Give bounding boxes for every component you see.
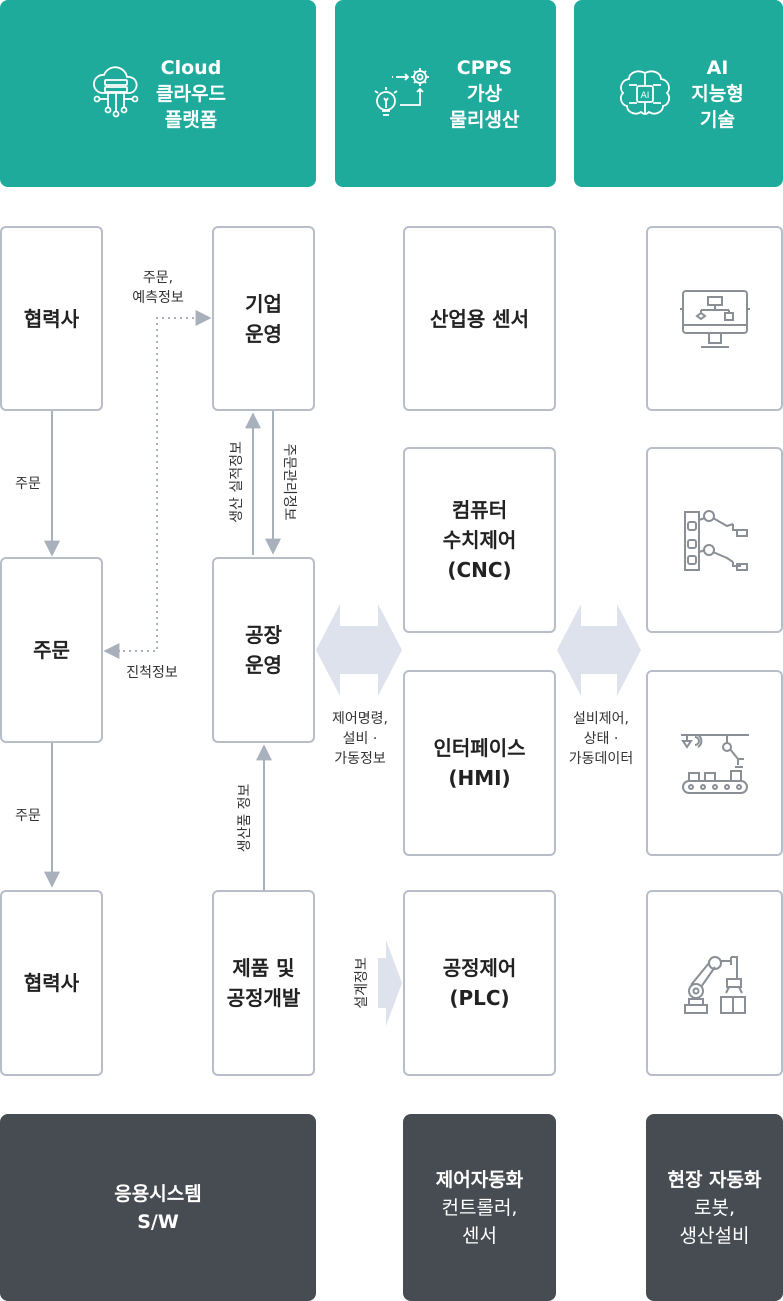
footer-app-line2: S/W: [137, 1210, 179, 1233]
box-hmi: 인터페이스 (HMI): [403, 670, 556, 856]
footer-control-automation: 제어자동화 컨트롤러, 센서: [403, 1114, 556, 1301]
box-factory-line2: 운영: [245, 653, 282, 677]
box-ai-monitor: [646, 226, 783, 411]
box-cnc: 컴퓨터 수치제어 (CNC): [403, 447, 556, 633]
box-plc-line1: 공정제어: [442, 956, 517, 980]
label-control-cmd: 제어명령, 설비 · 가동정보: [318, 709, 402, 769]
label-product-info: 생산품 정보: [237, 783, 253, 853]
industrial-robot-icon: [683, 956, 746, 1014]
box-enterprise-line1: 기업: [245, 291, 282, 316]
box-ai-robot-arm: [646, 447, 783, 633]
header-cpps-title: CPPS: [456, 56, 513, 79]
header-cpps-sub1: 가상: [467, 82, 502, 105]
cloud-server-icon: [93, 65, 139, 117]
box-order-label: 주문: [33, 638, 70, 662]
box-enterprise-line2: 운영: [245, 321, 282, 346]
label-control-cmd-line3: 가동정보: [334, 751, 386, 767]
header-ai: AI AI 지능형 기술: [574, 0, 783, 187]
footer-field-automation: 현장 자동화 로봇, 생산설비: [646, 1114, 783, 1301]
footer-field-line1: 현장 자동화: [667, 1168, 762, 1191]
box-product-line1: 제품 및: [232, 956, 295, 980]
label-progress: 진척정보: [126, 665, 178, 681]
footer-field-line2: 로봇,: [694, 1196, 735, 1219]
label-order-management: 주문관리정보: [281, 443, 297, 521]
box-ai-conveyor: [646, 670, 783, 856]
box-cnc-line1: 컴퓨터: [451, 498, 508, 522]
box-product-line2: 공정개발: [226, 986, 301, 1010]
label-equipment-ctrl: 설비제어, 상태 · 가동데이터: [556, 709, 646, 769]
box-cnc-line3: (CNC): [447, 558, 512, 582]
fat-arrow-design: [386, 940, 402, 1026]
label-order-forecast-line2: 예측정보: [132, 290, 184, 306]
footer-ctrl-line2: 컨트롤러,: [441, 1196, 518, 1219]
box-product-dev: 제품 및 공정개발: [212, 890, 315, 1076]
ai-brain-icon: AI: [620, 70, 671, 115]
header-cloud-title: Cloud: [160, 56, 222, 79]
footer-ctrl-line1: 제어자동화: [435, 1168, 524, 1191]
label-control-cmd-line2: 설비 ·: [342, 731, 378, 747]
box-ai-industrial-robot: [646, 890, 783, 1076]
box-partner-top: 협력사: [0, 226, 103, 411]
box-hmi-line2: (HMI): [448, 766, 511, 790]
label-control-cmd-line1: 제어명령,: [332, 711, 388, 727]
label-production-result: 생산 실적정보: [229, 441, 245, 523]
box-plc: 공정제어 (PLC): [403, 890, 556, 1076]
box-partner-bottom: 협력사: [0, 890, 103, 1076]
label-equip-ctrl-line3: 가동데이터: [568, 751, 634, 767]
label-equip-ctrl-line1: 설비제어,: [573, 711, 629, 727]
header-cpps: CPPS 가상 물리생산: [335, 0, 556, 187]
dotted-link-forecast-progress: [105, 310, 212, 652]
label-equip-ctrl-line2: 상태 ·: [583, 731, 619, 747]
double-arrow-cpps-ai: [557, 604, 641, 696]
header-cpps-sub2: 물리생산: [449, 108, 520, 131]
label-order-forecast-line1: 주문,: [142, 270, 174, 286]
box-sensor: 산업용 센서: [403, 226, 556, 411]
header-ai-sub1: 지능형: [691, 82, 744, 105]
label-order-1: 주문: [15, 476, 41, 492]
box-factory: 공장 운영: [212, 557, 315, 743]
header-cloud-sub2: 플랫폼: [164, 108, 218, 131]
footer-application-sw: 응용시스템 S/W: [0, 1114, 316, 1301]
header-cloud: Cloud 클라우드 플랫폼: [0, 0, 316, 187]
double-arrow-factory-cpps: [316, 604, 402, 696]
box-plc-line2: (PLC): [449, 986, 510, 1010]
header-cloud-sub1: 클라우드: [156, 82, 226, 105]
box-enterprise: 기업 운영: [212, 226, 315, 411]
label-order-2: 주문: [15, 808, 41, 824]
footer-field-line3: 생산설비: [679, 1224, 750, 1247]
box-hmi-line1: 인터페이스: [433, 736, 526, 760]
lightbulb-gear-icon: [374, 67, 429, 116]
box-sensor-label: 산업용 센서: [430, 306, 529, 331]
label-design-info: 설계정보: [354, 957, 370, 1009]
box-factory-line1: 공장: [245, 623, 282, 647]
box-order: 주문: [0, 557, 103, 743]
footer-ctrl-line3: 센서: [462, 1224, 497, 1247]
robot-arm-assembly-icon: [683, 510, 748, 571]
box-partner-top-label: 협력사: [23, 306, 80, 331]
fat-arrow-design-shaft: [378, 958, 388, 1008]
header-ai-sub2: 기술: [700, 108, 735, 131]
svg-text:AI: AI: [641, 91, 650, 101]
header-ai-title: AI: [706, 56, 729, 79]
monitor-flowchart-icon: [679, 289, 750, 348]
box-partner-bottom-label: 협력사: [23, 971, 80, 995]
conveyor-robot-icon: [680, 734, 749, 794]
label-order-forecast: 주문, 예측정보: [118, 268, 198, 308]
footer-app-line1: 응용시스템: [114, 1182, 202, 1205]
box-cnc-line2: 수치제어: [442, 528, 517, 552]
